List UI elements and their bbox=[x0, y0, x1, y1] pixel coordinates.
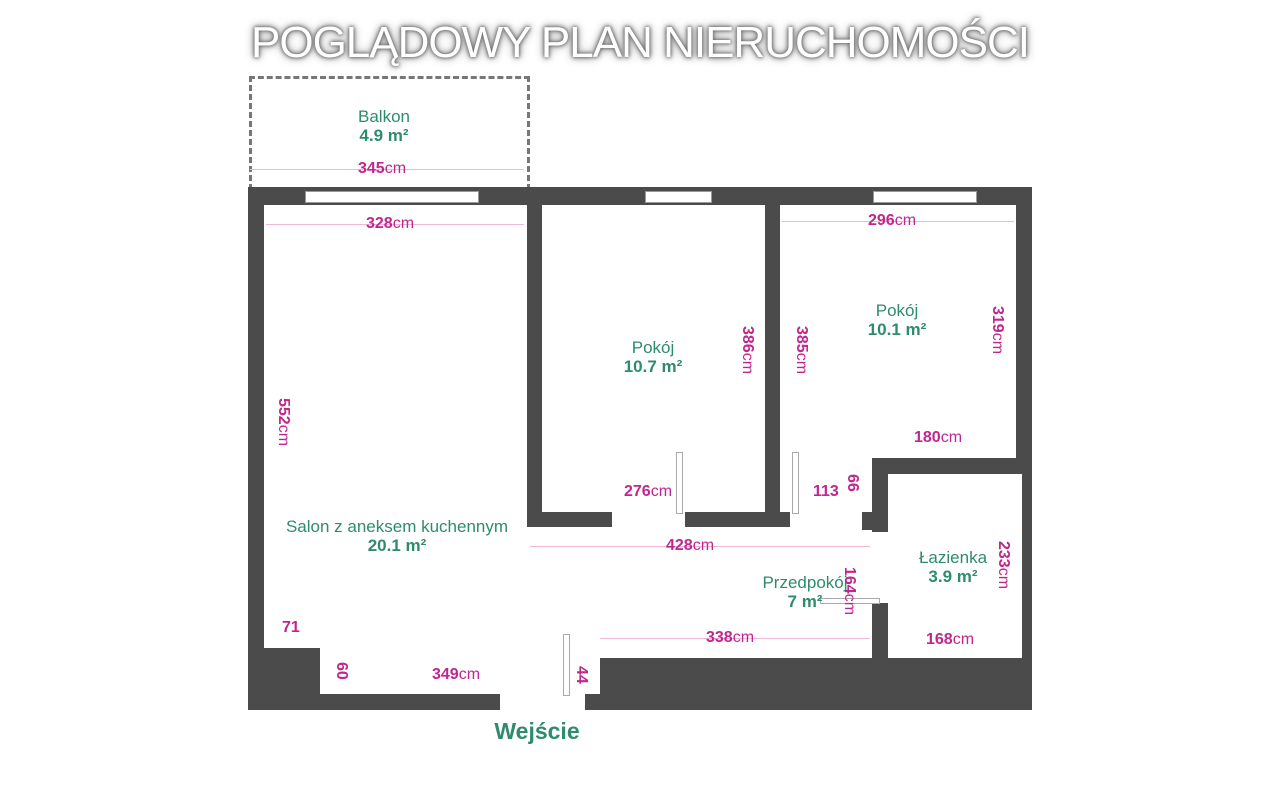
dim-corridor-113: 113 bbox=[813, 483, 839, 500]
page-title: POGLĄDOWY PLAN NIERUCHOMOŚCI bbox=[251, 18, 1030, 67]
dim-corner-60: 60 bbox=[333, 662, 350, 680]
entrance-label: Wejście bbox=[494, 718, 580, 744]
dim-corner-71: 71 bbox=[282, 619, 300, 636]
dim-room1-bottom: 276cm bbox=[624, 483, 673, 500]
dim-salon-height: 552cm bbox=[275, 398, 292, 447]
dim-entry-44: 44 bbox=[573, 666, 590, 684]
dim-room2-height-left: 385cm bbox=[793, 326, 810, 375]
dim-corridor-66: 66 bbox=[844, 474, 861, 492]
dim-balkon-width: 345cm bbox=[358, 160, 407, 177]
dim-hall-164: 164cm bbox=[841, 567, 858, 616]
dim-hall-bottom: 338cm bbox=[706, 629, 755, 646]
dim-room2-width: 296cm bbox=[868, 212, 917, 229]
dim-salon-width: 328cm bbox=[366, 215, 415, 232]
balcony-outline bbox=[249, 76, 530, 190]
dim-bath-width: 168cm bbox=[926, 631, 975, 648]
dim-room2-height-right: 319cm bbox=[989, 306, 1006, 355]
dim-room1-height: 386cm bbox=[739, 326, 756, 375]
dim-bath-height: 233cm bbox=[995, 541, 1012, 590]
dim-entry-349: 349cm bbox=[432, 666, 481, 683]
dim-room2-bottom: 180cm bbox=[914, 429, 963, 446]
dim-hall-width: 428cm bbox=[666, 537, 715, 554]
